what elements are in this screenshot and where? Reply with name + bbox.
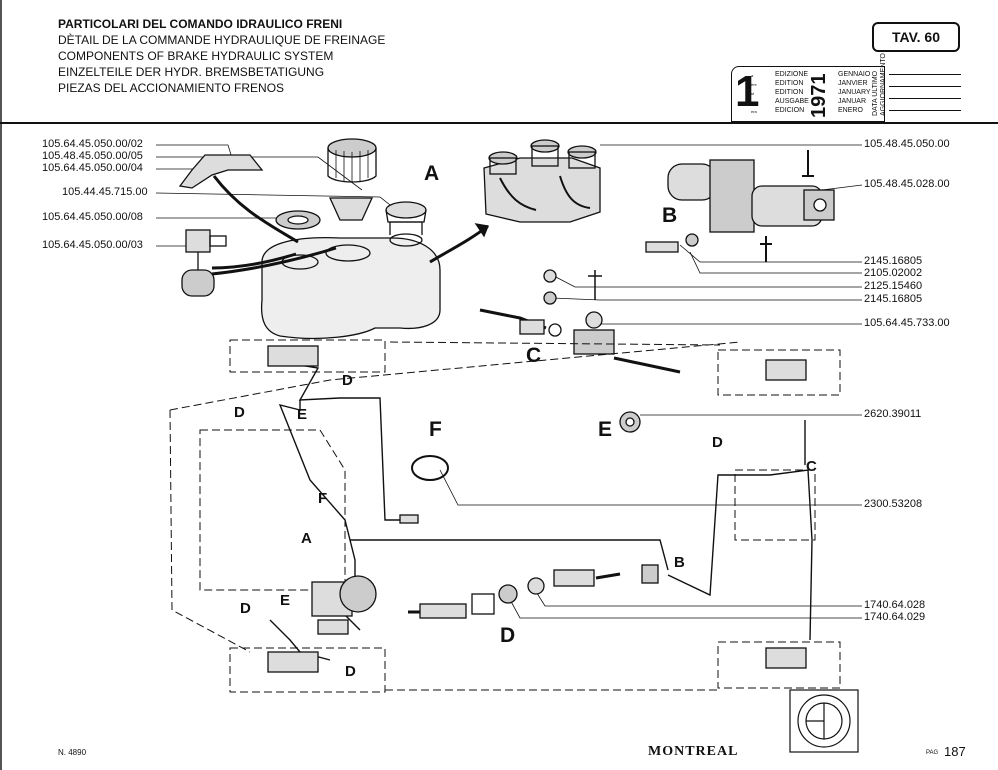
callout-e: E [280,592,291,609]
update-rule [889,110,961,111]
edition-number: 1 [735,67,760,116]
callout-a: A [424,162,440,185]
edition-ordinal: e [751,100,754,105]
edition-ordinal: ère [751,82,757,87]
page-number: 187 [944,744,966,759]
part-number: 105.44.45.715.00 [62,186,148,198]
union-drawing [479,269,681,374]
title-de: EINZELTEILE DER HYDR. BREMSBETATIGUNG [58,65,325,79]
title-fr: DÈTAIL DE LA COMMANDE HYDRAULIQUE DE FRE… [58,33,386,47]
model-name: MONTREAL [648,744,739,759]
part-number: 2145.16805 [864,293,923,305]
part-number: 105.64.45.050.00/08 [42,211,143,223]
callout-e: E [297,406,308,423]
callout-a: A [301,530,312,547]
update-rule [889,98,961,99]
title-block: PARTICOLARI DEL COMANDO IDRAULICO FRENI … [58,16,385,96]
part-number: 2145.16805 [864,255,923,267]
edition-month: JANUARY [838,89,871,96]
update-rule [889,74,961,75]
edition-word: EDIZIONE [775,71,809,78]
part-number: 2105.02002 [864,267,923,279]
edition-ordinal: a [751,73,754,78]
callout-e: E [598,418,613,441]
edition-word: EDITION [775,80,804,87]
edition-month: JANUAR [838,98,867,105]
page-label: PAG [926,750,939,756]
brake-valve-drawing [267,345,807,673]
part-number: 2125.15460 [864,280,923,292]
callout-d: D [342,372,353,389]
chassis-outline [169,339,841,693]
edition-word: EDITION [775,89,804,96]
document-number: N. 4890 [58,748,87,757]
part-number: 105.48.45.050.00 [864,138,950,150]
part-number: 1740.64.028 [864,599,926,611]
title-en: COMPONENTS OF BRAKE HYDRAULIC SYSTEM [58,49,334,63]
part-number: 105.64.45.733.00 [864,317,950,329]
twin-reservoir-drawing [483,139,601,223]
master-cylinder-drawing [645,150,835,262]
callout-f: F [318,490,328,507]
part-number: 105.48.45.028.00 [864,178,950,190]
callout-c: C [526,344,542,367]
page-edge [0,0,2,770]
part-number: 2300.53208 [864,498,923,510]
edition-word: AUSGABE [775,98,809,105]
reservoir-drawing [178,138,489,340]
edition-ordinal: st [751,91,755,96]
part-number: 105.64.45.050.00/02 [42,138,143,150]
callout-d: D [240,600,251,617]
part-number: 1740.64.029 [864,611,926,623]
callout-d: D [234,404,245,421]
callout-d: D [712,434,723,451]
part-number: 2620.39011 [864,408,922,420]
callout-b: B [662,204,678,227]
table-number-box: TAV. 60 [872,22,960,52]
callout-f: F [429,418,442,441]
edition-box [731,66,885,122]
leader-lines [155,144,863,619]
callout-c: C [806,458,817,475]
edition-month: JANVIER [838,80,868,87]
edition-word: EDICION [775,107,805,114]
title-es: PIEZAS DEL ACCIONAMIENTO FRENOS [58,81,285,95]
edition-month: GENNAIO [838,71,871,78]
edition-month: ENERO [838,107,863,114]
brake-pipes [269,359,813,661]
update-rule [889,86,961,87]
alfa-logo [789,689,859,753]
title-it: PARTICOLARI DEL COMANDO IDRAULICO FRENI [58,17,343,31]
callout-d: D [500,624,516,647]
header-divider [0,122,998,124]
edition-ordinal: era [751,109,757,114]
callout-d: D [345,663,356,680]
part-number: 105.48.45.050.00/05 [42,150,143,162]
part-number: 105.64.45.050.00/04 [42,162,143,174]
callout-b: B [674,554,685,571]
part-number: 105.64.45.050.00/03 [42,239,143,251]
